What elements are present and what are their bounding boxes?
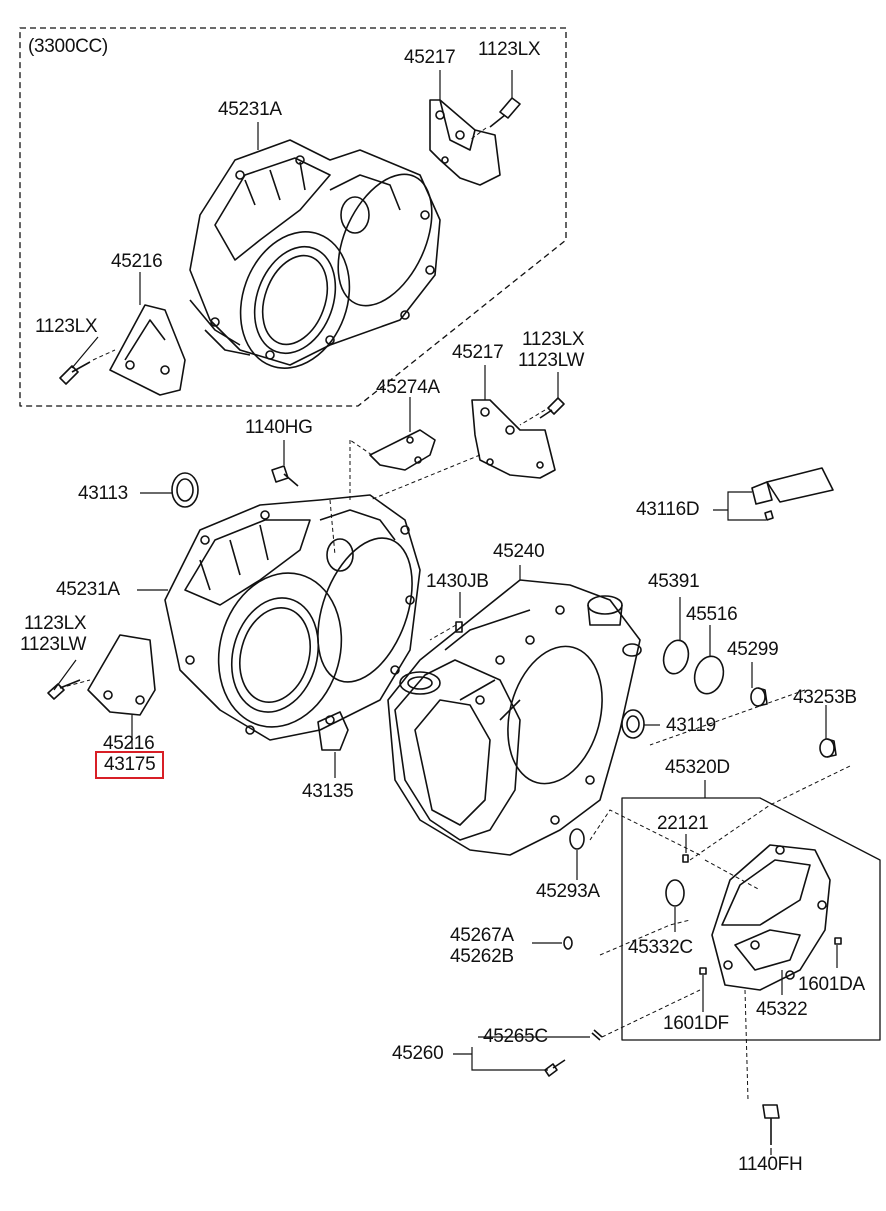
part-label-45267a[interactable]: 45267A bbox=[450, 925, 514, 946]
mid-bracket-45217 bbox=[471, 399, 556, 479]
variant-dashed-box bbox=[19, 27, 567, 407]
part-label-45391[interactable]: 45391 bbox=[648, 571, 700, 592]
variant-label: (3300CC) bbox=[28, 36, 108, 57]
washer-45267a bbox=[563, 936, 573, 950]
pin-45265c bbox=[591, 1029, 603, 1041]
part-label-45332c[interactable]: 45332C bbox=[628, 937, 693, 958]
part-label-1430jb[interactable]: 1430JB bbox=[426, 571, 489, 592]
rear-cover-frame bbox=[621, 797, 881, 1041]
part-label-45274a[interactable]: 45274A bbox=[376, 377, 440, 398]
bracket-45274a bbox=[369, 429, 436, 471]
part-label-1123lx-top[interactable]: 1123LX bbox=[478, 39, 541, 60]
converter-housing-45231a bbox=[164, 494, 421, 741]
part-label-43119[interactable]: 43119 bbox=[666, 715, 716, 736]
part-label-45260[interactable]: 45260 bbox=[392, 1043, 444, 1064]
part-label-1140hg[interactable]: 1140HG bbox=[245, 417, 313, 438]
part-label-1140fh[interactable]: 1140FH bbox=[738, 1154, 803, 1175]
oil-seal-43113 bbox=[171, 472, 199, 508]
o-ring-45293a bbox=[569, 828, 585, 850]
plug-1601da bbox=[834, 937, 842, 945]
part-label-45265c[interactable]: 45265C bbox=[483, 1026, 548, 1047]
part-label-43175-highlighted[interactable]: 43175 bbox=[94, 751, 165, 779]
plate-43135 bbox=[317, 711, 349, 751]
part-label-45217-top[interactable]: 45217 bbox=[404, 47, 456, 68]
bolt-45260 bbox=[544, 1059, 566, 1077]
part-label-1123lw-mid[interactable]: 1123LW bbox=[518, 350, 585, 371]
upper-bolt-left bbox=[59, 361, 91, 385]
bolt-1140hg bbox=[271, 465, 299, 487]
upper-case-housing bbox=[189, 139, 441, 369]
o-ring-45516 bbox=[693, 655, 725, 695]
o-ring-45332c bbox=[665, 879, 685, 907]
upper-bolt-1123lx bbox=[489, 97, 521, 128]
part-label-45240[interactable]: 45240 bbox=[493, 541, 545, 562]
sealant-tube-43116d bbox=[751, 467, 834, 521]
part-label-1123lx-mid[interactable]: 1123LX bbox=[522, 329, 585, 350]
upper-bracket-45217 bbox=[429, 99, 501, 186]
rear-cover-45322 bbox=[711, 844, 831, 991]
mid-bracket-45216 bbox=[87, 634, 156, 716]
part-label-1601da[interactable]: 1601DA bbox=[798, 974, 865, 995]
part-label-22121[interactable]: 22121 bbox=[657, 813, 709, 834]
part-label-45217-mid[interactable]: 45217 bbox=[452, 342, 504, 363]
part-label-1601df[interactable]: 1601DF bbox=[663, 1013, 729, 1034]
bushing-45299 bbox=[750, 687, 768, 707]
part-label-1123lw-left-mid[interactable]: 1123LW bbox=[20, 634, 87, 655]
part-label-1123lx-left-mid[interactable]: 1123LX bbox=[24, 613, 87, 634]
part-label-43135[interactable]: 43135 bbox=[302, 781, 354, 802]
transaxle-case-45240 bbox=[387, 579, 642, 856]
part-label-45322[interactable]: 45322 bbox=[756, 999, 808, 1020]
part-label-1123lx-left-top[interactable]: 1123LX bbox=[35, 316, 98, 337]
part-label-45320d[interactable]: 45320D bbox=[665, 757, 730, 778]
oil-seal-43119 bbox=[621, 709, 645, 739]
part-label-45516[interactable]: 45516 bbox=[686, 604, 738, 625]
part-label-45216-mid[interactable]: 45216 bbox=[103, 733, 155, 754]
mid-bolt-left bbox=[47, 679, 81, 700]
part-label-43116d[interactable]: 43116D bbox=[636, 499, 700, 520]
mid-bolt-1123lx bbox=[539, 397, 565, 419]
part-label-45231a-top[interactable]: 45231A bbox=[218, 99, 282, 120]
part-label-45262b[interactable]: 45262B bbox=[450, 946, 514, 967]
bushing-43253b bbox=[819, 738, 837, 758]
part-label-45293a[interactable]: 45293A bbox=[536, 881, 600, 902]
plug-1601df bbox=[699, 967, 707, 975]
part-label-43253b[interactable]: 43253B bbox=[793, 687, 857, 708]
part-label-45299[interactable]: 45299 bbox=[727, 639, 779, 660]
o-ring-45391 bbox=[662, 639, 690, 675]
upper-bracket-45216 bbox=[109, 304, 186, 396]
part-label-43113[interactable]: 43113 bbox=[78, 483, 128, 504]
pin-1430jb bbox=[455, 621, 463, 633]
part-label-45231a-mid[interactable]: 45231A bbox=[56, 579, 120, 600]
pin-22121 bbox=[682, 854, 689, 863]
bolt-1140fh bbox=[762, 1104, 780, 1145]
part-label-45216-top[interactable]: 45216 bbox=[111, 251, 163, 272]
